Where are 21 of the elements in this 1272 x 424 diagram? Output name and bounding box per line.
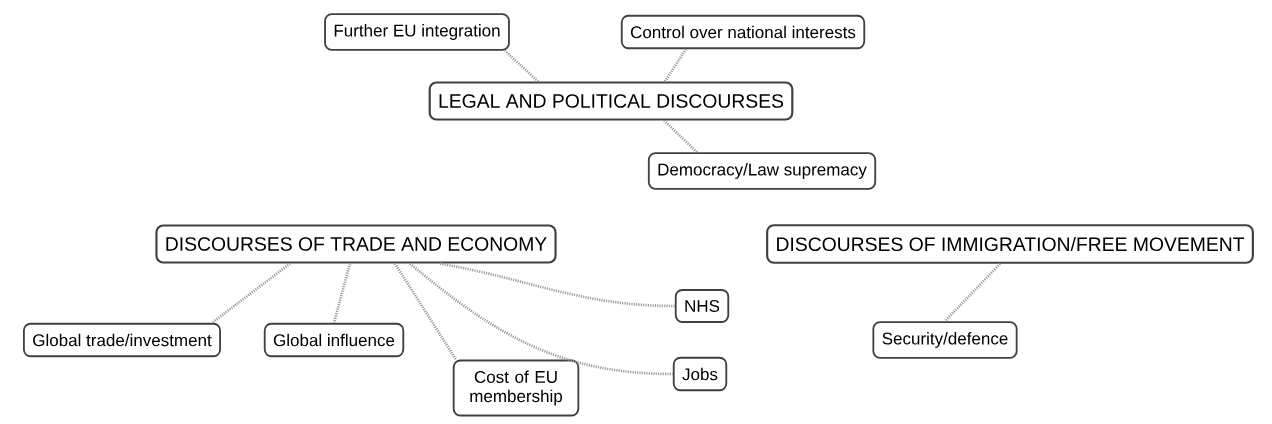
subtopic-box: Democracy/Law supremacy (647, 152, 877, 190)
subtopic-box: Security/defence (872, 321, 1018, 359)
subtopic-box: Control over national interests (620, 14, 866, 50)
topic-box: DISCOURSES OF IMMIGRATION/FREE MOVEMENT (766, 224, 1254, 264)
subtopic-box: NHS (674, 289, 730, 323)
topic-box: DISCOURSES OF TRADE AND ECONOMY (155, 224, 557, 264)
subtopic-box: Further EU integration (324, 13, 510, 51)
connector-line (332, 263, 352, 324)
connector-line (944, 262, 1001, 323)
subtopic-box: Jobs (672, 356, 728, 392)
connector-line (393, 262, 458, 361)
connector-line (409, 262, 673, 376)
connector-line (663, 48, 688, 83)
connector-line (663, 119, 698, 154)
connector-line (211, 262, 291, 324)
subtopic-box: Global influence (263, 322, 405, 358)
connector-line (504, 49, 539, 83)
topic-box: LEGAL AND POLITICAL DISCOURSES (428, 81, 794, 121)
connector-line (439, 262, 675, 308)
subtopic-box: Global trade/investment (23, 322, 222, 358)
subtopic-box: Cost of EU membership (452, 359, 580, 417)
